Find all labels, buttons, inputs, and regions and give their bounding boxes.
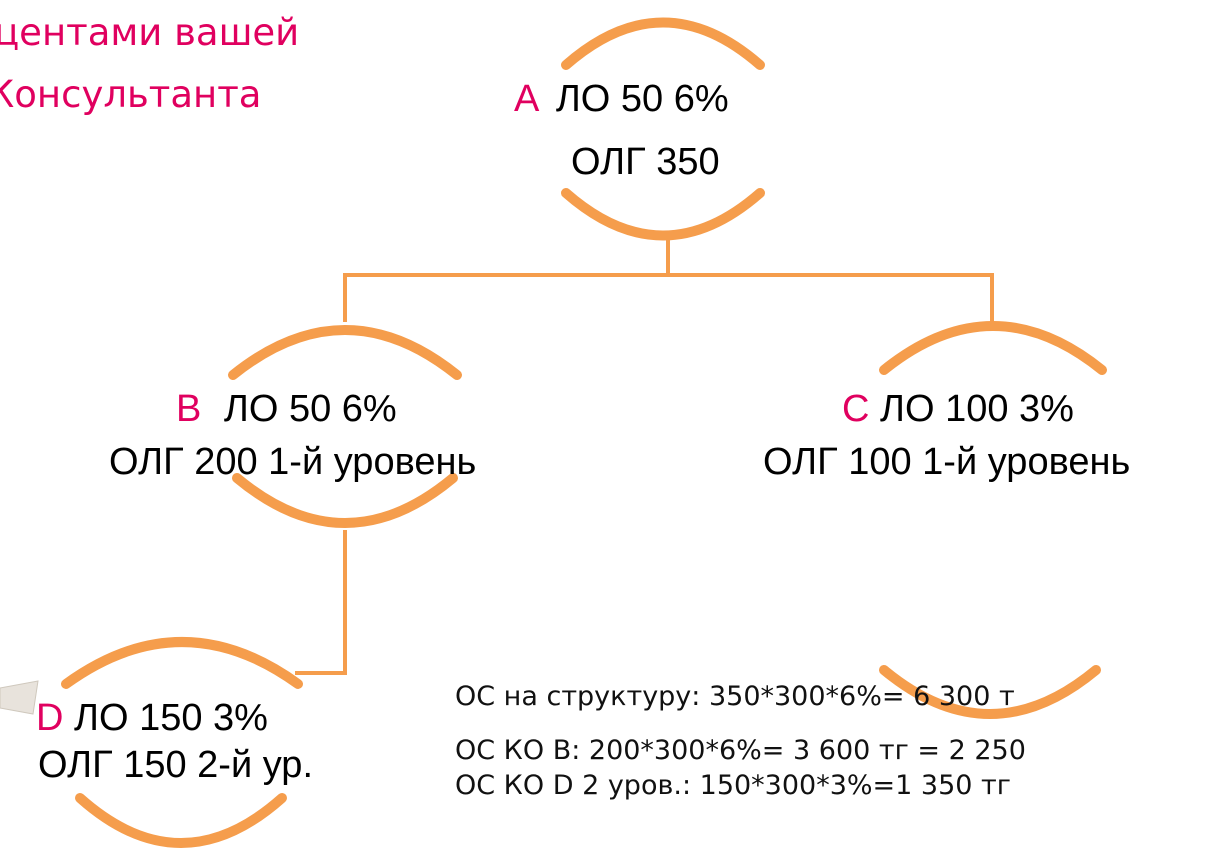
node-b-bottom-arc xyxy=(232,473,458,528)
node-arcs xyxy=(61,17,1107,848)
node-d: D ЛО 150 3% xyxy=(36,699,268,737)
calc-ko-d: ОС КО D 2 уров.: 150*300*3%=1 350 тг xyxy=(455,770,1011,801)
node-d-olg: ОЛГ 150 2-й ур. xyxy=(38,744,313,786)
node-d-lo: ЛО 150 3% xyxy=(74,697,268,739)
node-c-bottom-arc xyxy=(879,665,1101,719)
connector-a-to-b-c xyxy=(343,240,670,322)
node-d-letter: D xyxy=(36,697,64,739)
node-c: C ЛО 100 3% xyxy=(842,390,1074,428)
node-d-bottom-arc xyxy=(75,793,287,848)
calc-ko-b: ОС КО В: 200*300*6%= 3 600 тг = 2 250 xyxy=(455,735,1026,766)
node-b-lo: ЛО 50 6% xyxy=(223,388,397,430)
connector-b-to-d xyxy=(295,530,347,675)
node-b-top-arc xyxy=(228,325,462,380)
node-a-bottom-arc xyxy=(561,188,765,241)
node-a: A ЛО 50 6% xyxy=(514,80,729,118)
paper-corner-decoration xyxy=(0,680,39,715)
header-line-2: Консультанта xyxy=(0,73,262,116)
node-a-top-arc xyxy=(561,17,765,70)
node-a-olg: ОЛГ 350 xyxy=(571,141,720,183)
node-c-top-arc xyxy=(879,321,1107,375)
node-b-letter: B xyxy=(176,388,202,430)
node-a-letter: A xyxy=(514,78,538,120)
connectors xyxy=(295,240,994,675)
connector-a-to-c xyxy=(668,273,994,322)
node-b: B ЛО 50 6% xyxy=(176,390,397,428)
node-c-olg: ОЛГ 100 1-й уровень xyxy=(763,441,1131,483)
node-a-lo: ЛО 50 6% xyxy=(555,78,729,120)
node-c-letter: C xyxy=(842,388,870,430)
node-d-top-arc xyxy=(61,637,303,689)
node-c-lo: ЛО 100 3% xyxy=(880,388,1074,430)
calc-structure: ОС на структуру: 350*300*6%= 6 300 т xyxy=(455,681,1015,712)
header-line-1: центами вашей xyxy=(0,11,300,54)
node-b-olg: ОЛГ 200 1-й уровень xyxy=(109,441,477,483)
